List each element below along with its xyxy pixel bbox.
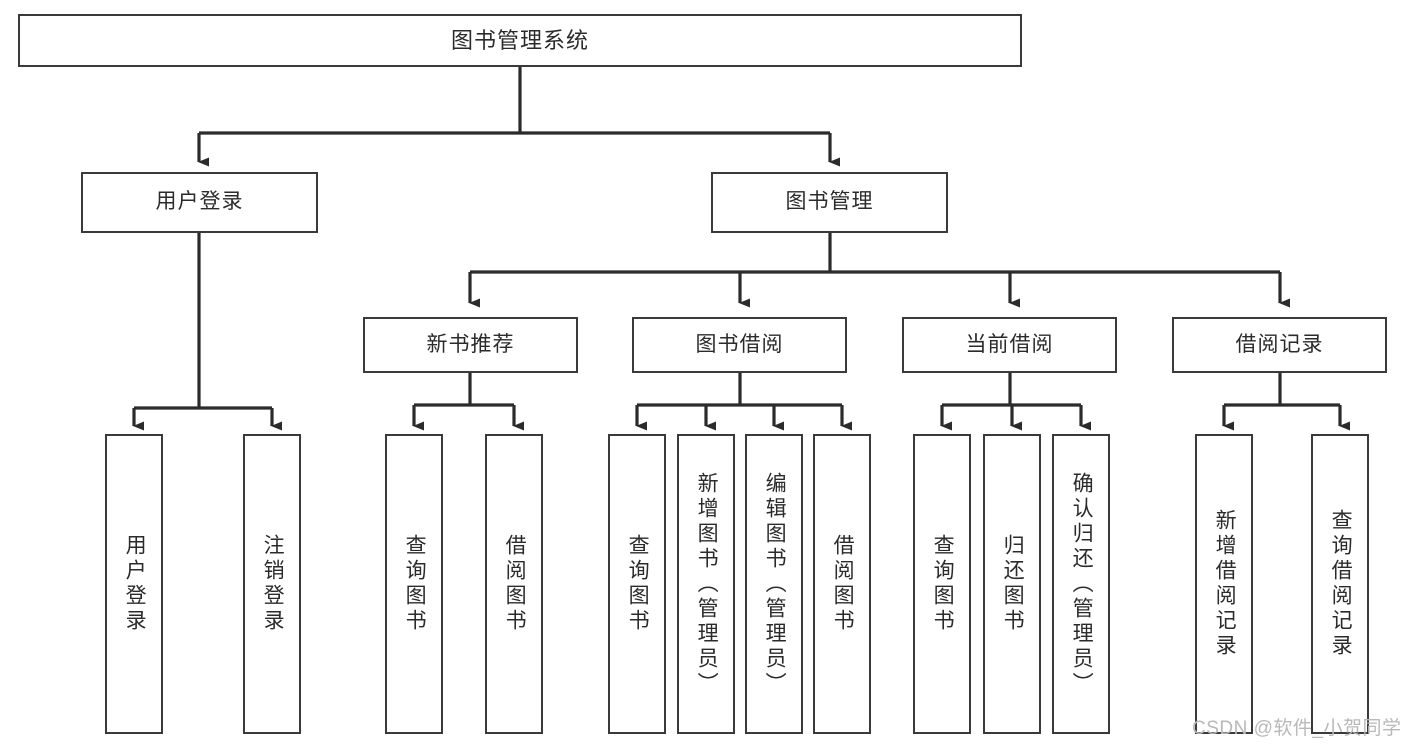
node-label: 新增图书（管理员）	[695, 471, 719, 697]
leaf-confirm-return[interactable]: 确认归还（管理员）	[1052, 434, 1110, 734]
node-book-borrow[interactable]: 图书借阅	[632, 317, 847, 373]
node-label: 归还图书	[1001, 534, 1025, 634]
node-label: 查询图书	[626, 534, 650, 634]
node-label: 借阅图书	[503, 534, 527, 634]
node-label: 编辑图书（管理员）	[763, 471, 787, 697]
node-label: 确认归还（管理员）	[1070, 471, 1094, 697]
node-label: 图书管理系统	[450, 27, 589, 53]
node-label: 新书推荐	[426, 332, 515, 356]
node-new-book-recommend[interactable]: 新书推荐	[363, 317, 578, 373]
node-label: 用户登录	[123, 534, 147, 634]
node-label: 图书管理	[785, 190, 874, 214]
leaf-edit-book[interactable]: 编辑图书（管理员）	[745, 434, 803, 734]
node-label: 新增借阅记录	[1213, 509, 1237, 659]
node-label: 查询图书	[931, 534, 955, 634]
leaf-return-book[interactable]: 归还图书	[983, 434, 1041, 734]
node-current-borrow[interactable]: 当前借阅	[902, 317, 1117, 373]
leaf-borrow-book-recommend[interactable]: 借阅图书	[485, 434, 543, 734]
node-label: 注销登录	[261, 534, 285, 634]
node-root-system[interactable]: 图书管理系统	[18, 14, 1022, 67]
leaf-logout-login[interactable]: 注销登录	[243, 434, 301, 734]
node-label: 查询图书	[403, 534, 427, 634]
node-label: 借阅图书	[831, 534, 855, 634]
leaf-query-borrow-record[interactable]: 查询借阅记录	[1311, 434, 1369, 734]
node-book-management[interactable]: 图书管理	[711, 172, 948, 233]
leaf-add-book[interactable]: 新增图书（管理员）	[677, 434, 735, 734]
node-label: 借阅记录	[1235, 332, 1324, 356]
node-user-login[interactable]: 用户登录	[81, 172, 318, 233]
node-label: 查询借阅记录	[1329, 509, 1353, 659]
leaf-add-borrow-record[interactable]: 新增借阅记录	[1195, 434, 1253, 734]
leaf-query-book-borrow[interactable]: 查询图书	[608, 434, 666, 734]
leaf-borrow-book[interactable]: 借阅图书	[813, 434, 871, 734]
node-label: 当前借阅	[965, 332, 1054, 356]
node-borrow-record[interactable]: 借阅记录	[1172, 317, 1387, 373]
leaf-query-book-recommend[interactable]: 查询图书	[385, 434, 443, 734]
node-label: 图书借阅	[695, 332, 784, 356]
leaf-query-book-current[interactable]: 查询图书	[913, 434, 971, 734]
leaf-user-login[interactable]: 用户登录	[105, 434, 163, 734]
node-label: 用户登录	[155, 190, 244, 214]
